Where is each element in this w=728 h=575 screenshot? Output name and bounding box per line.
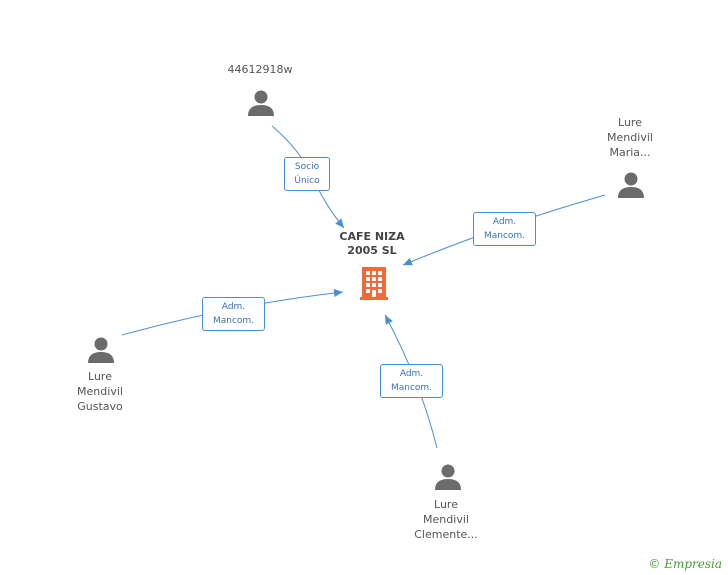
person-label-p3[interactable]: Lure Mendivil Gustavo xyxy=(77,370,123,413)
brand-name: Empresia xyxy=(664,557,722,571)
footer-brand[interactable]: © Empresia xyxy=(648,557,722,571)
edge-label-p2[interactable]: Adm. Mancom. xyxy=(473,212,536,246)
person-label-p2[interactable]: Lure Mendivil Maria... xyxy=(607,116,653,159)
person-label-p4[interactable]: Lure Mendivil Clemente... xyxy=(414,498,478,541)
building-icon[interactable] xyxy=(358,265,390,301)
person-icon[interactable] xyxy=(86,335,116,365)
person-icon[interactable] xyxy=(433,462,463,492)
copyright-icon: © xyxy=(648,557,661,571)
person-icon[interactable] xyxy=(616,170,646,200)
edge-label-p3[interactable]: Adm. Mancom. xyxy=(202,297,265,331)
company-name[interactable]: CAFE NIZA 2005 SL xyxy=(339,230,405,257)
person-icon[interactable] xyxy=(246,88,276,118)
edge-label-p4[interactable]: Adm. Mancom. xyxy=(380,364,443,398)
edge-label-p1[interactable]: Socio Único xyxy=(284,157,330,191)
person-label-p1[interactable]: 44612918w xyxy=(227,63,293,76)
